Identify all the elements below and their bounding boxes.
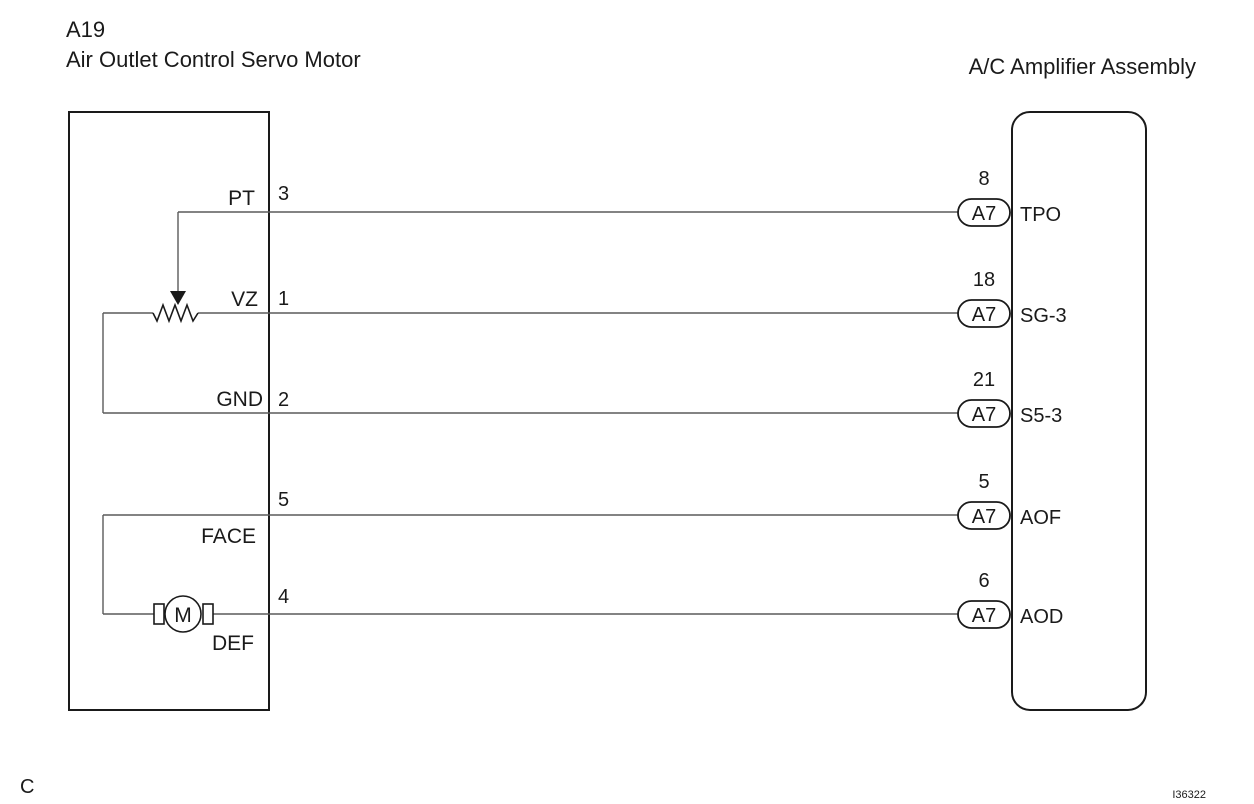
corner-letter: C xyxy=(20,776,34,798)
left-component-name: Air Outlet Control Servo Motor xyxy=(66,47,361,72)
connector-badge xyxy=(957,600,1011,629)
label-face: FACE xyxy=(201,525,256,548)
connector-pin-number: 21 xyxy=(973,369,995,391)
connector-code: A7 xyxy=(972,203,996,225)
connector-code: A7 xyxy=(972,404,996,426)
figure-code: I36322 xyxy=(1172,789,1206,801)
wires xyxy=(102,211,958,615)
connector-badge xyxy=(957,399,1011,428)
connector-pin-number: 6 xyxy=(978,570,989,592)
connector-row: 21 A7 S5-3 xyxy=(957,369,1062,428)
connector-badge xyxy=(957,299,1011,328)
label-gnd: GND xyxy=(216,388,263,411)
pin-gnd: 2 xyxy=(278,389,289,411)
terminal-label: AOD xyxy=(1020,606,1063,628)
pin-vz: 1 xyxy=(278,288,289,310)
connector-pin-number: 8 xyxy=(978,168,989,190)
amplifier-box xyxy=(1011,111,1147,711)
pin-pt: 3 xyxy=(278,183,289,205)
potentiometer-icon xyxy=(152,291,199,324)
connector-row: 5 A7 AOF xyxy=(957,471,1061,530)
motor-icon: M xyxy=(153,595,214,633)
left-component-code: A19 xyxy=(66,17,105,42)
connector-code: A7 xyxy=(972,506,996,528)
right-component-name: A/C Amplifier Assembly xyxy=(969,54,1196,79)
connector-pin-number: 18 xyxy=(973,269,995,291)
connector-row: 18 A7 SG-3 xyxy=(957,269,1067,328)
terminal-label: AOF xyxy=(1020,507,1061,529)
pin-face: 5 xyxy=(278,489,289,511)
pin-def: 4 xyxy=(278,586,289,608)
label-pt: PT xyxy=(228,187,255,210)
wiper-arrow-icon xyxy=(170,291,186,305)
connector-row: 8 A7 TPO xyxy=(957,168,1061,227)
connector-badge xyxy=(957,198,1011,227)
label-def: DEF xyxy=(212,632,254,655)
connector-code: A7 xyxy=(972,304,996,326)
connector-pin-number: 5 xyxy=(978,471,989,493)
motor-symbol: M xyxy=(174,604,192,627)
connector-code: A7 xyxy=(972,605,996,627)
terminal-label: S5-3 xyxy=(1020,405,1062,427)
connector-badge xyxy=(957,501,1011,530)
servo-motor-box xyxy=(68,111,270,711)
label-vz: VZ xyxy=(231,288,258,311)
terminal-label: SG-3 xyxy=(1020,305,1067,327)
terminal-label: TPO xyxy=(1020,204,1061,226)
connector-row: 6 A7 AOD xyxy=(957,570,1063,629)
